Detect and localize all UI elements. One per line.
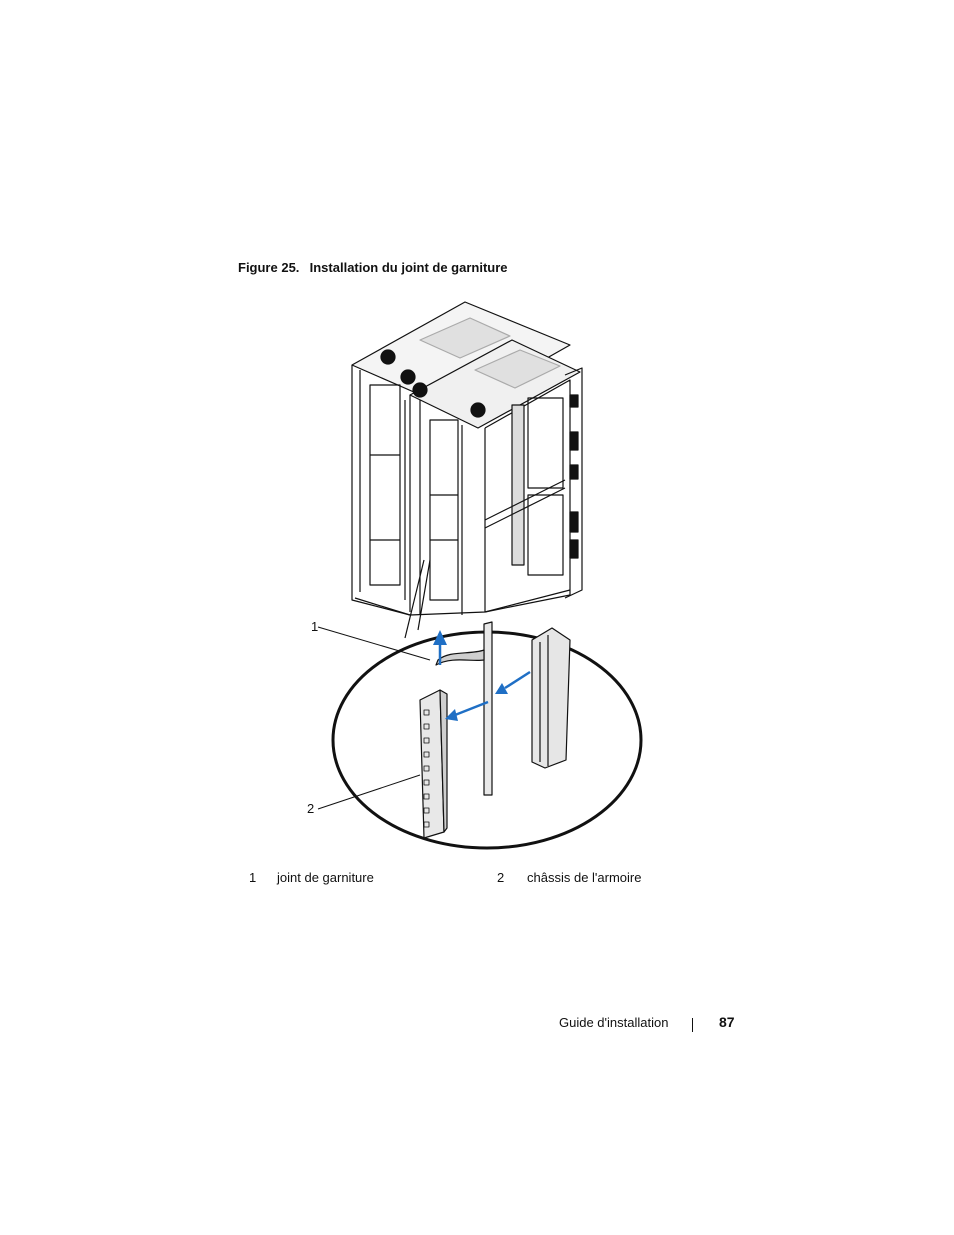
legend-number: 1 <box>249 870 257 885</box>
figure-title: Installation du joint de garniture <box>309 260 508 275</box>
trim-gasket-strip <box>483 621 493 796</box>
callout-2: 2 <box>307 801 315 816</box>
legend-number: 2 <box>497 870 505 885</box>
trim-profile <box>531 627 571 769</box>
legend-label-2: châssis de l'armoire <box>527 870 642 885</box>
legend-item-1: 1 <box>249 870 256 885</box>
figure-caption: Figure 25. Installation du joint de garn… <box>238 260 508 275</box>
figure-number: Figure 25. <box>238 260 300 275</box>
page-number: 87 <box>719 1014 735 1030</box>
legend-item-2: 2 <box>497 870 504 885</box>
callout-1: 1 <box>311 619 319 634</box>
legend-label-1: joint de garniture <box>277 870 374 885</box>
rack-trim-gasket-illustration <box>317 301 643 850</box>
footer-separator <box>692 1018 693 1032</box>
footer-guide-title: Guide d'installation <box>559 1015 669 1030</box>
